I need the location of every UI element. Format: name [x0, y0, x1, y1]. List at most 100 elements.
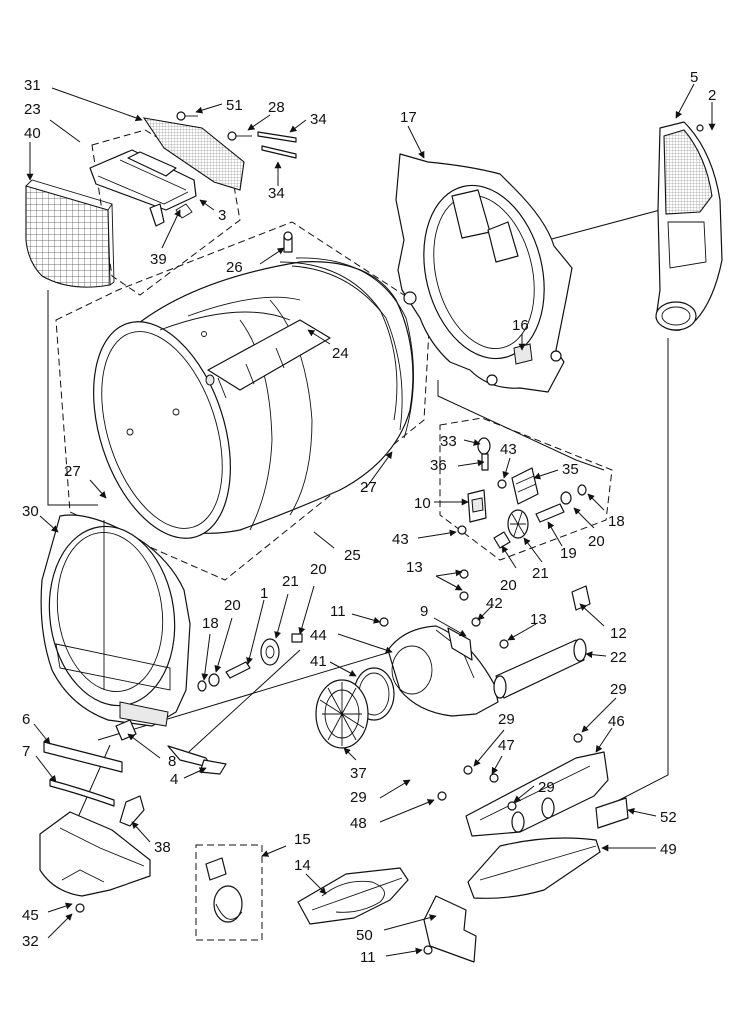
motor-pulley — [507, 509, 529, 539]
callout-33: 33 — [440, 433, 457, 450]
lower-bracket — [119, 795, 145, 827]
callout-19: 19 — [560, 545, 577, 562]
base-cover — [465, 751, 609, 837]
idler-shaft — [197, 661, 251, 692]
callout-20-left: 20 — [224, 597, 241, 614]
exhaust-tube — [493, 638, 587, 699]
drum-rear-seal — [295, 257, 414, 439]
heater-kit-parts — [205, 857, 243, 923]
callout-50: 50 — [356, 927, 373, 944]
callout-4: 4 — [170, 771, 178, 788]
callout-27-left: 27 — [64, 463, 81, 480]
lint-screen — [25, 179, 115, 288]
blower-wheel — [315, 679, 369, 749]
vent-strap-pair — [257, 131, 297, 159]
callout-20-right: 20 — [588, 533, 605, 550]
connector-duct-to-base — [595, 338, 669, 813]
callout-13-lower: 13 — [530, 611, 547, 628]
callout-8: 8 — [168, 753, 176, 770]
motor-screws — [457, 479, 507, 535]
connector-bulkhead-to-duct — [547, 209, 661, 241]
callout-34-lower: 34 — [268, 185, 285, 202]
callout-43-lower: 43 — [392, 531, 409, 548]
callout-43-upper: 43 — [500, 441, 517, 458]
callout-27-right: 27 — [360, 479, 377, 496]
base-screws — [437, 733, 583, 811]
callout-leaders — [26, 83, 716, 957]
callout-21-left: 21 — [282, 573, 299, 590]
callout-28: 28 — [268, 99, 285, 116]
callout-7: 7 — [22, 743, 30, 760]
front-bulkhead — [40, 514, 191, 727]
callout-17: 17 — [400, 109, 417, 126]
callout-16: 16 — [512, 317, 529, 334]
idler-pulley — [260, 638, 280, 666]
callout-29-top: 29 — [610, 681, 627, 698]
callout-13-upper: 13 — [406, 559, 423, 576]
rear-bulkhead — [395, 153, 573, 393]
heater-kit-outline — [195, 844, 263, 941]
callout-5: 5 — [690, 69, 698, 86]
front-bumper-seal — [49, 779, 115, 807]
callout-49: 49 — [660, 841, 677, 858]
tube-clamp — [571, 585, 591, 611]
exhaust-duct — [655, 121, 723, 331]
drum — [93, 261, 414, 539]
front-bumper-strip — [43, 741, 123, 773]
heater-assembly — [297, 867, 409, 925]
callout-18-left: 18 — [202, 615, 219, 632]
callout-12: 12 — [610, 625, 627, 642]
base-bracket — [423, 895, 477, 963]
drum-hex-screw — [283, 231, 293, 253]
thermal-fuse — [477, 437, 491, 471]
lint-housing — [89, 111, 252, 227]
callout-38: 38 — [154, 839, 171, 856]
callout-51: 51 — [226, 97, 243, 114]
connector-rear-to-motor — [437, 380, 605, 471]
connector-lint-to-front — [47, 290, 98, 506]
callout-31: 31 — [24, 77, 41, 94]
lint-filter-group-outline — [91, 129, 241, 296]
callout-41: 41 — [310, 653, 327, 670]
callout-2: 2 — [708, 87, 716, 104]
callout-29-mid: 29 — [498, 711, 515, 728]
callout-35: 35 — [562, 461, 579, 478]
callout-29-right: 29 — [538, 779, 555, 796]
callout-9: 9 — [420, 603, 428, 620]
blower-housing — [387, 617, 499, 717]
callout-15: 15 — [294, 831, 311, 848]
motor-bracket — [511, 467, 539, 505]
callout-34-upper: 34 — [310, 111, 327, 128]
drive-belt-clip — [493, 531, 511, 549]
callout-52: 52 — [660, 809, 677, 826]
callout-32: 32 — [22, 933, 39, 950]
callout-36: 36 — [430, 457, 447, 474]
motor-group-outline — [439, 417, 613, 561]
callout-39: 39 — [150, 251, 167, 268]
callout-48: 48 — [350, 815, 367, 832]
callout-6: 6 — [22, 711, 30, 728]
callout-1: 1 — [260, 585, 268, 602]
callout-44: 44 — [310, 627, 327, 644]
callout-29-left: 29 — [350, 789, 367, 806]
callout-14: 14 — [294, 857, 311, 874]
callout-21-right: 21 — [532, 565, 549, 582]
callout-20-top: 20 — [310, 561, 327, 578]
callout-40: 40 — [24, 125, 41, 142]
idler-washer — [291, 633, 303, 643]
motor-switch-plate — [467, 489, 487, 523]
callout-23: 23 — [24, 101, 41, 118]
connector-idler-to-front — [179, 649, 301, 761]
callout-45: 45 — [22, 907, 39, 924]
callout-37: 37 — [350, 765, 367, 782]
callout-18-right: 18 — [608, 513, 625, 530]
motor-washers — [560, 484, 587, 505]
callout-26: 26 — [226, 259, 243, 276]
callout-46: 46 — [608, 713, 625, 730]
callout-11-upper: 11 — [330, 603, 346, 620]
callout-42: 42 — [486, 595, 503, 612]
door-switch-bracket — [167, 745, 227, 775]
front-toe-panel — [39, 811, 151, 913]
callout-3: 3 — [218, 207, 226, 224]
